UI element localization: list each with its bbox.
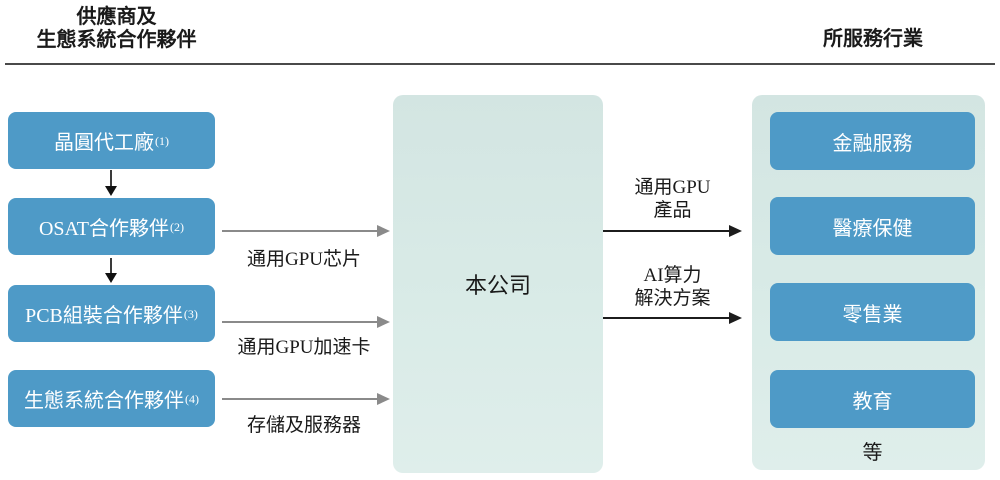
supplier-label: 生態系統合作夥伴 bbox=[24, 390, 184, 412]
supplier-box-pcb-assembly-partners: PCB組裝合作夥伴(3) bbox=[8, 285, 215, 342]
supply-flow-label-gpu-chips: 通用GPU芯片 bbox=[246, 249, 361, 270]
supplier-box-wafer-foundry: 晶圓代工廠(1) bbox=[8, 112, 215, 169]
industry-box-education: 教育 bbox=[770, 370, 975, 428]
down-arrow-icon bbox=[105, 170, 117, 196]
industry-box-healthcare: 醫療保健 bbox=[770, 197, 975, 255]
output-flow-label-gpu-products: 通用GPU 產品 bbox=[600, 176, 745, 222]
right-arrow-icon bbox=[603, 225, 742, 237]
supplier-label: OSAT合作夥伴 bbox=[38, 218, 169, 240]
industry-box-retail: 零售業 bbox=[770, 283, 975, 341]
header-divider-line bbox=[5, 63, 995, 65]
suppliers-header-line2: 生態系統合作夥伴 bbox=[36, 29, 197, 51]
right-arrow-icon bbox=[222, 225, 390, 237]
output-flow-line2: 解決方案 bbox=[634, 288, 711, 309]
company-label: 本公司 bbox=[464, 273, 531, 298]
right-arrow-icon bbox=[222, 316, 390, 328]
supplier-label: 晶圓代工廠 bbox=[54, 132, 154, 154]
industry-box-financial-services: 金融服務 bbox=[770, 112, 975, 170]
industries-etc-label: 等 bbox=[862, 442, 883, 464]
output-flow-line1: 通用GPU bbox=[634, 177, 711, 198]
output-flow-line2: 產品 bbox=[653, 200, 692, 221]
suppliers-column-header: 供應商及 生態系統合作夥伴 bbox=[14, 6, 219, 52]
supplier-label: PCB組裝合作夥伴 bbox=[25, 305, 183, 327]
supply-flow-label-gpu-accelerator-cards: 通用GPU加速卡 bbox=[237, 337, 371, 358]
supply-flow-label-storage-servers: 存儲及服務器 bbox=[246, 415, 361, 436]
right-arrow-icon bbox=[222, 393, 390, 405]
down-arrow-icon bbox=[105, 258, 117, 283]
industries-column-header: 所服務行業 bbox=[823, 28, 923, 50]
supplier-box-osat-partners: OSAT合作夥伴(2) bbox=[8, 198, 215, 255]
suppliers-header-line1: 供應商及 bbox=[76, 6, 157, 28]
company-panel: 本公司 bbox=[393, 95, 603, 473]
right-arrow-icon bbox=[603, 312, 742, 324]
output-flow-line1: AI算力 bbox=[643, 265, 702, 286]
output-flow-label-ai-computing-solutions: AI算力 解決方案 bbox=[600, 264, 745, 310]
supplier-box-ecosystem-partners: 生態系統合作夥伴(4) bbox=[8, 370, 215, 427]
